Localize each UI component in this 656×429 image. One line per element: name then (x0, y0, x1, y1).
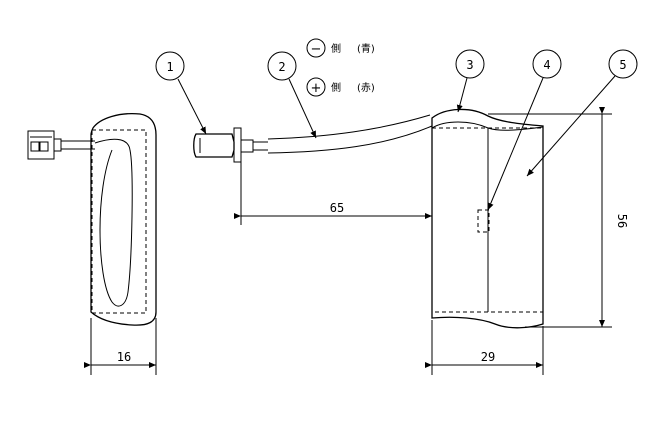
callout-3: 1 (155, 51, 207, 135)
svg-text:1: 1 (166, 60, 173, 74)
plus-side-label: 側 (331, 81, 341, 94)
connector-side (27, 130, 95, 160)
side-view: 16 (27, 112, 157, 375)
callout-5: 4 (487, 49, 562, 211)
minus-side-label: 側 (331, 42, 341, 55)
svg-text:5: 5 (619, 58, 626, 72)
plus-wire-color: (赤) (357, 82, 375, 94)
lead-wire (267, 114, 433, 154)
minus-wire-color: (青) (357, 42, 375, 55)
callout-1: 5 (526, 49, 638, 177)
wire-loop (94, 138, 133, 307)
dimension-width-side (84, 318, 157, 375)
front-view: 65 29 56 (193, 107, 629, 375)
dimension-label-65: 65 (330, 201, 344, 215)
connector-plug (193, 127, 268, 163)
cell-side-outline (90, 112, 157, 326)
polarity-notes: − 側 (青) + 側 (赤) (306, 38, 375, 97)
svg-text:2: 2 (278, 60, 285, 74)
dimension-height (488, 107, 612, 328)
svg-text:3: 3 (466, 58, 473, 72)
dimension-label-29: 29 (481, 350, 495, 364)
callout-2: 3 (455, 49, 485, 113)
minus-circle (306, 38, 326, 58)
dimension-label-16: 16 (117, 350, 131, 364)
plus-symbol: + (311, 81, 322, 96)
dimension-label-56: 56 (615, 214, 629, 228)
svg-text:4: 4 (543, 58, 550, 72)
plus-circle (306, 77, 326, 97)
callout-4: 2 (267, 51, 317, 139)
dimension-width-front (425, 320, 544, 375)
minus-symbol: − (311, 42, 322, 57)
dimension-wire-length (234, 162, 432, 225)
cell-front-outline (431, 108, 544, 329)
thermal-element (477, 209, 490, 233)
